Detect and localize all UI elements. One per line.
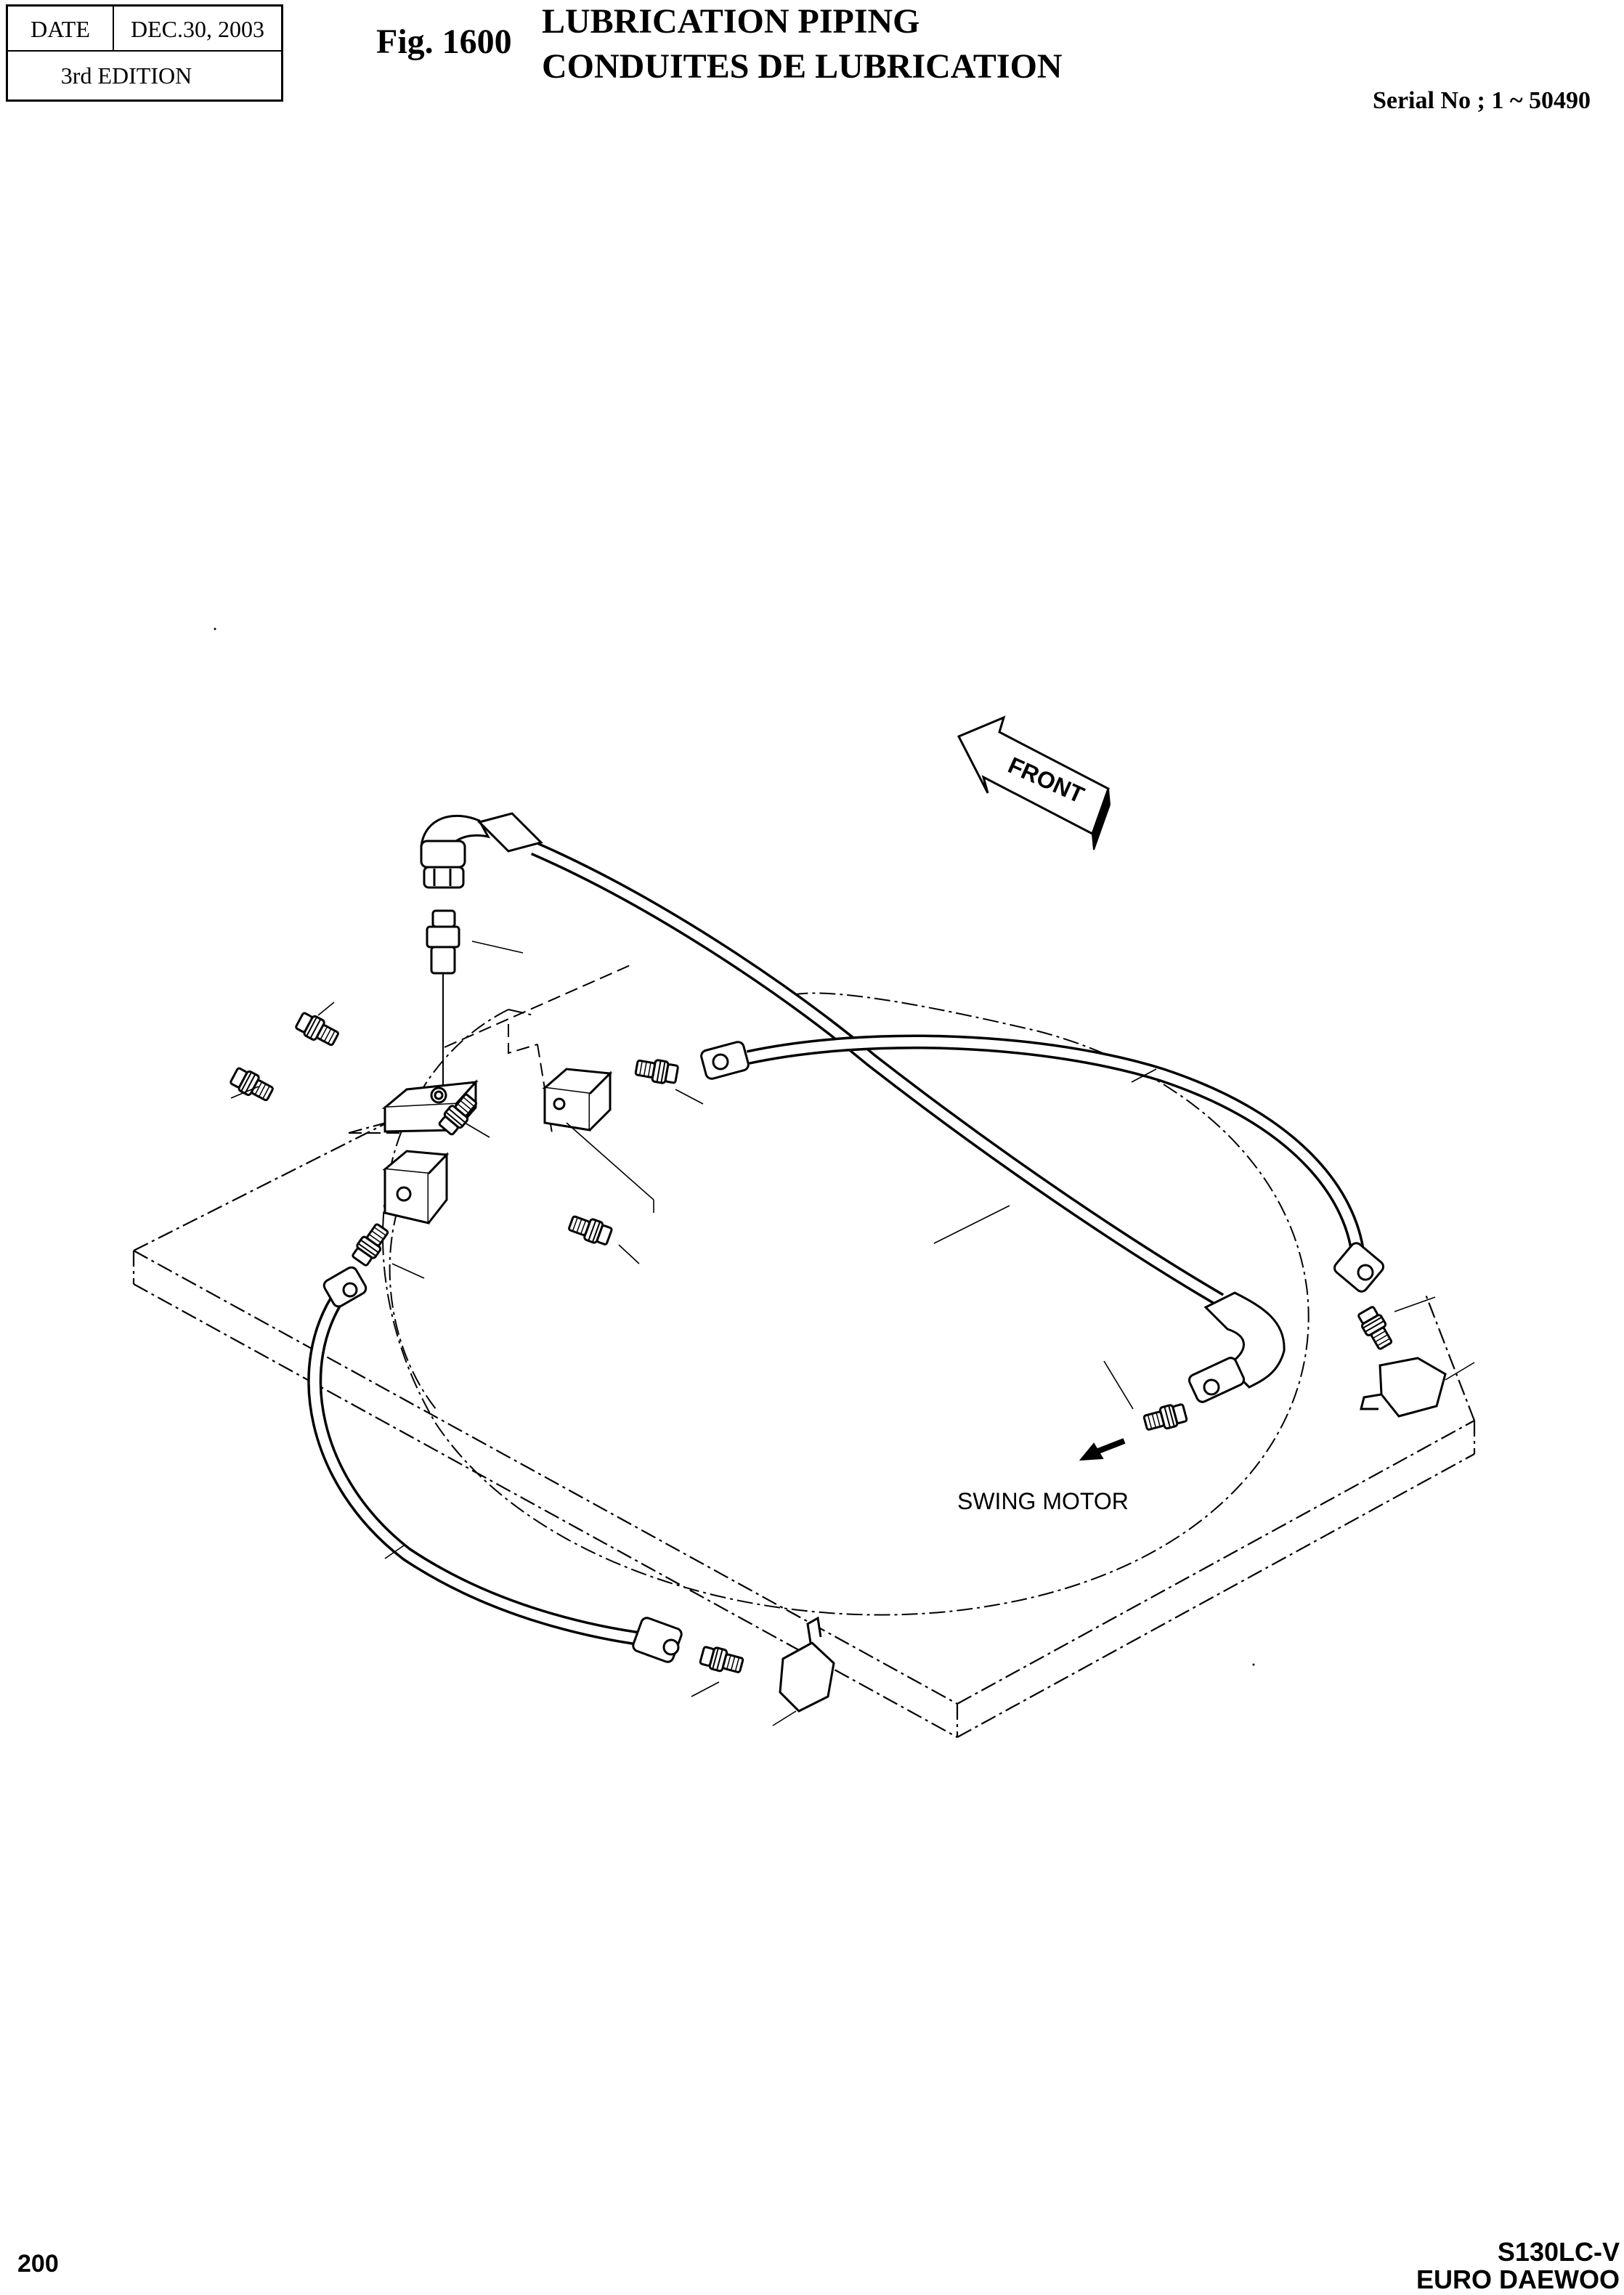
swing-ring-outline: [382, 992, 1310, 1616]
elbow-fitting-right: [1360, 1357, 1447, 1418]
lower-block: [382, 1150, 450, 1224]
base-plate: [132, 1121, 1476, 1738]
date-row: DATE DEC.30, 2003: [8, 7, 281, 52]
ring-hose-right: [746, 1034, 1365, 1258]
model-line-1: S130LC-V: [1497, 2237, 1620, 2267]
page-number: 200: [17, 2250, 59, 2278]
adapter-fitting-7: [1355, 1304, 1397, 1353]
grease-fitting-2: [227, 1064, 277, 1105]
main-lubrication-hose: [530, 841, 1225, 1307]
grease-fitting-1: [293, 1009, 342, 1050]
adapter-fitting-6: [349, 1220, 393, 1269]
top-elbow-fitting: [420, 812, 543, 889]
page-title-french: CONDUITES DE LUBRICATION: [542, 47, 1063, 86]
grease-fitting-5: [566, 1211, 614, 1248]
adapter-fitting-9: [698, 1643, 746, 1678]
ring-hose-left: [307, 1288, 662, 1649]
edition-row: 3rd EDITION: [8, 52, 281, 99]
hose-end-nuts: [322, 1041, 1384, 1663]
date-label: DATE: [8, 7, 114, 52]
speck-mark: [1252, 1663, 1255, 1666]
serial-number-range: Serial No ; 1 ~ 50490: [1372, 87, 1591, 114]
swing-motor-label: SWING MOTOR: [957, 1488, 1129, 1514]
date-edition-box: DATE DEC.30, 2003 3rd EDITION: [6, 4, 283, 102]
right-elbow-fitting: [1187, 1291, 1286, 1403]
model-line-2: EURO DAEWOO: [1416, 2264, 1620, 2294]
front-direction-arrow: FRONT: [957, 715, 1111, 850]
adapter-fitting-8: [1141, 1400, 1189, 1435]
swing-motor-arrow: [1079, 1438, 1126, 1461]
edition-label: 3rd EDITION: [60, 62, 192, 89]
model-designation: S130LC-V EURO DAEWOO: [1416, 2238, 1620, 2294]
speck-mark: [214, 627, 216, 630]
elbow-fitting-bottom: [779, 1616, 835, 1713]
mid-block: [542, 1068, 613, 1132]
leader-lines: [230, 941, 1475, 1726]
figure-number: Fig. 1600: [376, 23, 512, 61]
date-value: DEC.30, 2003: [131, 16, 264, 42]
page-title-english: LUBRICATION PIPING: [542, 2, 920, 41]
adapter-fitting-4: [633, 1055, 680, 1086]
top-nipple-fitting: [426, 909, 460, 1089]
